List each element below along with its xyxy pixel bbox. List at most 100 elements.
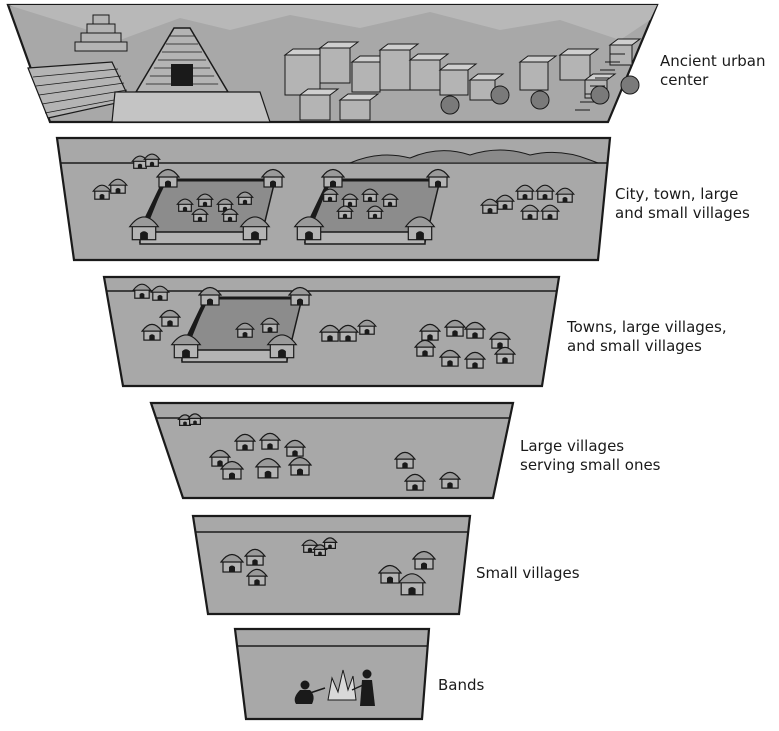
hut <box>258 432 282 450</box>
hut <box>196 193 214 207</box>
hut <box>221 208 239 222</box>
figure-crouching <box>294 690 314 704</box>
hut <box>418 323 442 341</box>
hut <box>197 286 223 306</box>
hut <box>143 153 161 167</box>
hut <box>393 451 417 469</box>
front-wall <box>304 231 426 245</box>
hut <box>411 550 437 570</box>
hut <box>515 184 535 200</box>
hut <box>132 283 152 299</box>
pyramid-step <box>92 14 110 25</box>
hut <box>361 188 379 202</box>
mountains <box>349 149 599 164</box>
hut <box>235 322 255 338</box>
figure-head <box>362 669 372 679</box>
hut <box>443 319 467 337</box>
hut <box>520 204 540 220</box>
shrub <box>620 75 640 95</box>
hut <box>555 187 575 203</box>
hut <box>438 471 462 489</box>
tier-panel-bands <box>233 627 431 721</box>
building <box>284 54 321 96</box>
building <box>439 69 469 96</box>
hut <box>404 216 436 241</box>
building <box>379 49 411 91</box>
hut <box>377 564 403 584</box>
hut <box>357 319 377 335</box>
hut <box>219 553 245 573</box>
city-town-scene <box>92 149 599 245</box>
hut <box>128 216 160 241</box>
hut <box>336 324 360 342</box>
tier-label-ancient-urban-center: Ancient urban center <box>660 52 766 89</box>
hut <box>266 334 298 359</box>
tier-panel-large-villages <box>149 401 515 500</box>
tier-label-large-villages: Large villages serving small ones <box>520 437 661 474</box>
hut <box>381 193 399 207</box>
hut <box>366 205 384 219</box>
hut <box>293 216 325 241</box>
figure-head <box>300 680 310 690</box>
tier-label-bands: Bands <box>438 676 485 694</box>
building <box>339 99 371 121</box>
hut <box>254 458 282 479</box>
building <box>351 61 381 93</box>
shrub <box>590 85 610 105</box>
hut <box>245 568 269 586</box>
large-villages-scene <box>177 413 462 491</box>
hut <box>239 216 271 241</box>
hut <box>397 573 427 596</box>
hut <box>236 191 254 205</box>
hut <box>219 460 245 480</box>
building <box>409 59 441 91</box>
figure-standing <box>360 680 375 706</box>
towns-scene <box>132 283 517 369</box>
hut <box>438 349 462 367</box>
pyramid-door <box>171 64 193 86</box>
hut <box>287 286 313 306</box>
tier-panel-shape <box>233 627 431 721</box>
hut <box>170 334 202 359</box>
hut <box>463 351 487 369</box>
hut <box>425 168 451 188</box>
tier-label-towns: Towns, large villages, and small village… <box>567 318 727 355</box>
hut <box>155 168 181 188</box>
ancient-city-scene <box>8 5 657 123</box>
hut <box>495 194 515 210</box>
hut <box>463 321 487 339</box>
hut <box>108 178 128 194</box>
hut <box>341 193 359 207</box>
hut <box>488 331 512 349</box>
shrub <box>440 95 460 115</box>
hut <box>312 544 328 557</box>
pyramid-step <box>80 32 122 43</box>
tier-panel-shape <box>149 401 515 500</box>
hut <box>233 433 257 451</box>
hut <box>208 449 232 467</box>
hut <box>92 184 112 200</box>
hut <box>540 204 560 220</box>
hut <box>260 317 280 333</box>
tier-label-small-villages: Small villages <box>476 564 580 582</box>
hut <box>336 205 354 219</box>
shrub <box>530 90 550 110</box>
hut <box>260 168 286 188</box>
small-villages-scene <box>219 537 437 596</box>
campfire <box>327 669 357 701</box>
building <box>299 94 331 121</box>
hut <box>320 168 346 188</box>
hut <box>191 208 209 222</box>
building <box>559 54 591 81</box>
hills <box>8 5 657 40</box>
hut <box>535 184 555 200</box>
hut <box>318 324 342 342</box>
hut <box>283 439 307 457</box>
hut <box>187 413 203 426</box>
hut <box>176 198 194 212</box>
hut <box>493 346 517 364</box>
hut <box>158 309 182 327</box>
bands-scene <box>294 669 375 706</box>
hut <box>403 473 427 491</box>
